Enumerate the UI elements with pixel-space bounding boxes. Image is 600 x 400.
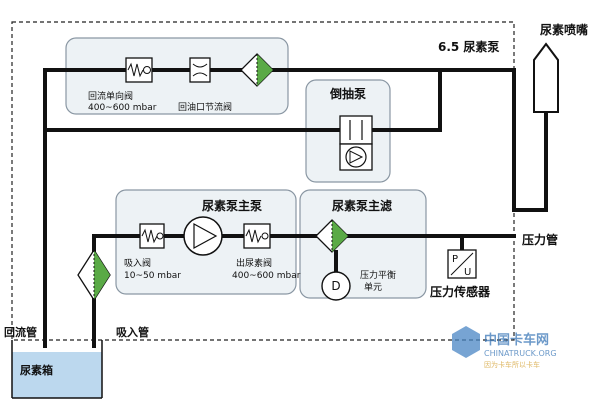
return-throttle-valve[interactable] <box>189 57 211 83</box>
urea-nozzle <box>533 42 559 113</box>
pressure-damper-label-2: 单元 <box>364 281 382 293</box>
reverse-pump-label: 倒抽泵 <box>329 86 366 101</box>
return-line <box>43 68 128 348</box>
pressure-sensor-diagonal <box>450 252 474 276</box>
inlet-valve-label: 吸入阀 <box>124 258 151 269</box>
return-pipe-label: 回流管 <box>4 325 37 339</box>
outlet-valve-ball <box>261 232 269 240</box>
reverse-pump-valve[interactable] <box>339 115 373 145</box>
main-filter-group <box>299 189 427 299</box>
return-check-valve-ball <box>143 66 151 74</box>
inlet-valve-ball <box>156 232 164 240</box>
urea-tank <box>12 352 102 398</box>
return-check-valve-label: 回流单向阀 <box>88 90 133 102</box>
inlet-valve-spring <box>141 228 158 244</box>
main-filter-fill <box>332 220 348 252</box>
watermark-logo-icon <box>452 326 480 358</box>
reverse-pump-arrow <box>349 150 364 164</box>
return-throttle-label: 回油口节流阀 <box>178 101 232 113</box>
pressure-sensor-label: 压力传感器 <box>430 284 491 299</box>
pressure-sensor-u: U <box>464 267 471 278</box>
return-check-valve-range: 400~600 mbar <box>88 103 157 113</box>
outlet-valve-range: 400~600 mbar <box>232 271 301 281</box>
suction-pipe-label: 吸入管 <box>116 325 149 339</box>
suction-line-up <box>92 234 142 252</box>
outlet-valve-spring <box>245 228 262 244</box>
inlet-valve-range: 10~50 mbar <box>124 271 181 281</box>
tank-label: 尿素箱 <box>20 363 53 377</box>
outlet-valve-label: 出尿素阀 <box>236 257 272 269</box>
main-pump-arrow <box>193 222 218 250</box>
pressure-damper-label-1: 压力平衡 <box>360 269 396 281</box>
pressure-sensor-p: P <box>452 254 458 265</box>
watermark: 中国卡车网 CHINATRUCK.ORG 因为卡车所以卡车 <box>452 326 557 369</box>
watermark-slogan: 因为卡车所以卡车 <box>484 360 540 369</box>
pressure-pipe-label: 压力管 <box>522 232 558 247</box>
pump-title: 6.5 尿素泵 <box>438 39 499 54</box>
pressure-damper-symbol: D <box>331 279 340 293</box>
return-check-valve-spring <box>127 62 144 78</box>
nozzle-label: 尿素喷嘴 <box>540 22 588 37</box>
pressure-damper[interactable] <box>321 271 351 301</box>
main-pump-label: 尿素泵主泵 <box>202 198 262 213</box>
watermark-brand-cn: 中国卡车网 <box>484 332 549 348</box>
return-branch-right <box>512 68 548 212</box>
suction-filter-fill <box>94 250 110 300</box>
throttle-icon <box>192 63 208 77</box>
watermark-brand-en: CHINATRUCK.ORG <box>484 349 557 358</box>
return-group <box>65 37 289 115</box>
return-filter-fill <box>257 54 273 86</box>
main-filter-label: 尿素泵主滤 <box>332 198 392 213</box>
